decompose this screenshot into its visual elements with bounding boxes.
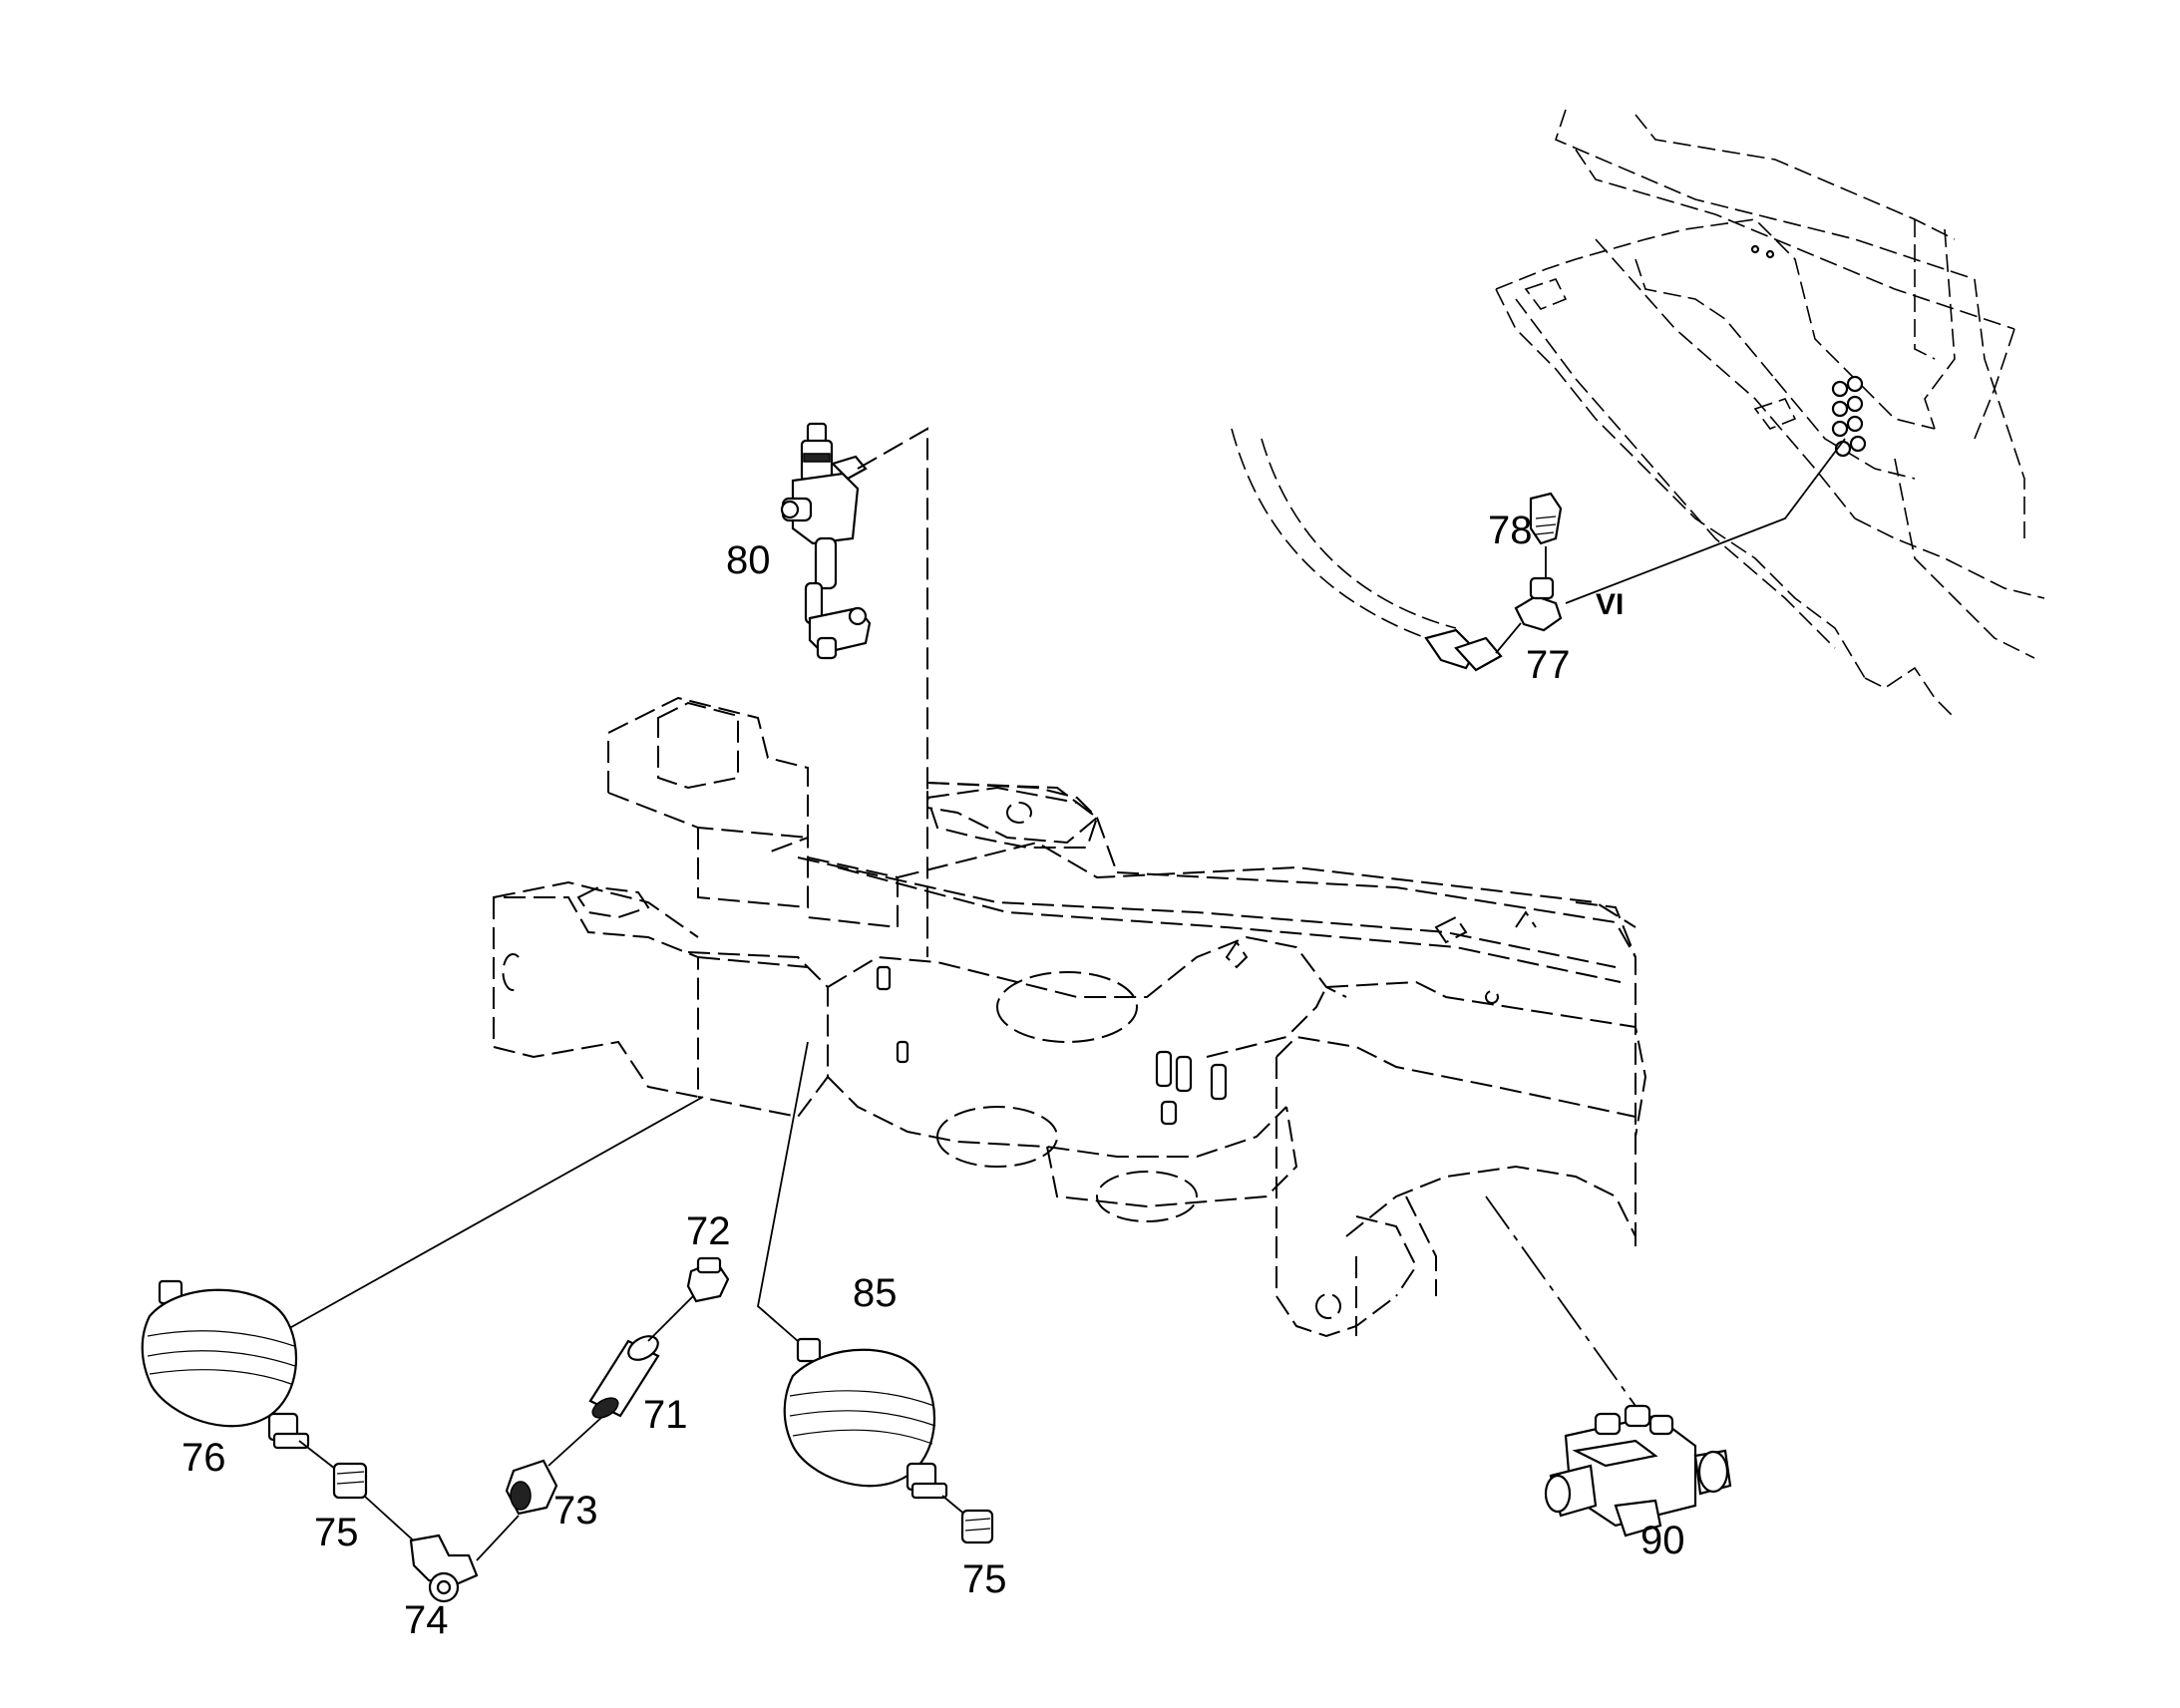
part-71-tube <box>588 1290 699 1419</box>
callout-72: 72 <box>686 1209 731 1253</box>
part-73-nut <box>505 1415 604 1516</box>
callout-77: 77 <box>1526 643 1571 687</box>
callout-76: 76 <box>182 1436 226 1480</box>
chassis-frame <box>493 696 1647 1338</box>
callout-90: 90 <box>1640 1519 1685 1562</box>
part-75-fitting-left <box>298 1440 420 1546</box>
callout-75-right: 75 <box>962 1557 1007 1601</box>
callout-71: 71 <box>643 1393 688 1437</box>
part-76-accumulator <box>141 1279 310 1450</box>
view-vi-detail <box>1231 109 2045 719</box>
callout-74: 74 <box>404 1598 449 1642</box>
view-label-vi: VI <box>1596 588 1624 621</box>
part-90-valve-block <box>1485 1196 1732 1537</box>
callout-78: 78 <box>1488 509 1533 552</box>
part-80-valve-assembly <box>780 422 928 957</box>
callout-75-left: 75 <box>314 1511 359 1554</box>
callout-73: 73 <box>553 1489 598 1533</box>
frame-valve-cluster <box>876 965 1228 1126</box>
callout-labels: 80 78 77 VI 72 85 71 76 75 73 74 75 90 <box>182 509 1685 1642</box>
part-74-elbow <box>409 1515 520 1603</box>
callout-80: 80 <box>726 538 771 582</box>
part-75-fitting-right <box>960 1509 994 1544</box>
part-85-accumulator <box>783 1337 973 1522</box>
callout-85: 85 <box>853 1271 898 1315</box>
leader-lines <box>283 1041 809 1342</box>
part-72-plug <box>686 1256 730 1303</box>
